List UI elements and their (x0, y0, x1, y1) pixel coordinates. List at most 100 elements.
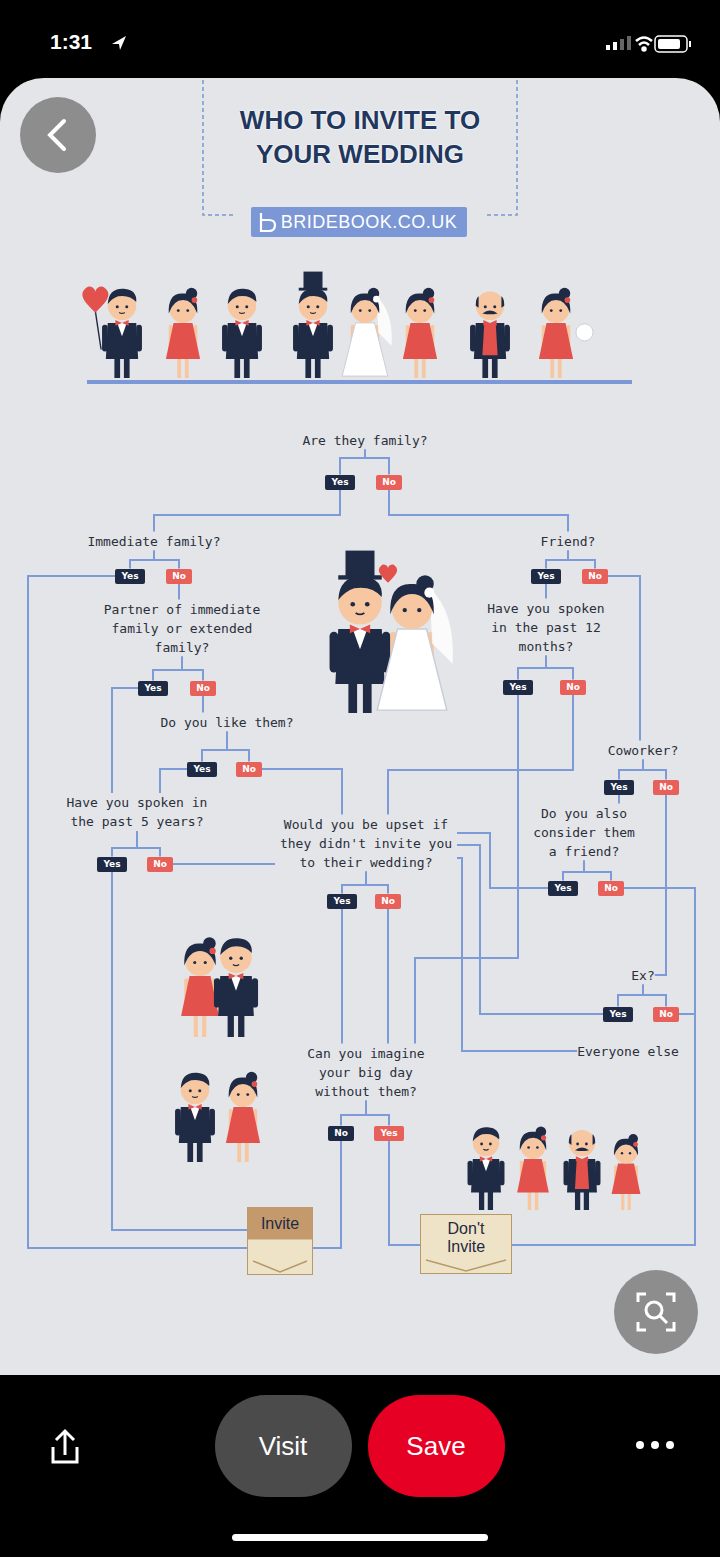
answer-tag: No (236, 762, 262, 777)
node-label: Have you spoken in the past 5 years? (54, 793, 220, 831)
node-label: Yes (121, 571, 138, 582)
node-label: Ex? (631, 966, 654, 985)
question-text: Have you spoken in the past 12 months? (483, 599, 609, 656)
node-label: Yes (554, 883, 571, 894)
illustration-part (658, 39, 680, 49)
illustration-part (293, 289, 333, 378)
invite-envelope: Invite (247, 1207, 313, 1275)
illustration-part (87, 380, 632, 384)
question-text: Friend? (541, 532, 596, 551)
flow-line (313, 1141, 341, 1249)
kissing-couple (330, 551, 453, 713)
answer-tag: Yes (138, 681, 167, 696)
flow-line (618, 795, 620, 804)
node-label: Yes (380, 1128, 397, 1139)
illustration-part (636, 38, 652, 42)
node-label: No (334, 1128, 348, 1139)
flow-line (340, 450, 365, 475)
signal-icon (606, 36, 631, 50)
node-label: No (659, 782, 673, 793)
illustration-part (627, 36, 631, 50)
flow-line (457, 833, 548, 888)
illustration-part (651, 1441, 659, 1449)
question-text: Coworker? (608, 741, 678, 760)
envelope-body (248, 1208, 313, 1275)
diagram-title: WHO TO INVITE TO YOUR WEDDING (235, 103, 485, 171)
flow-line (457, 845, 603, 1014)
illustration-part (613, 42, 617, 50)
node-label: BRIDEBOOK.CO.UK (281, 211, 458, 233)
header-guests (82, 272, 632, 384)
node-label: No (382, 477, 396, 488)
question-text: Partner of immediate family or extended … (99, 600, 265, 657)
couple-figures (175, 937, 260, 1162)
answer-tag: Yes (503, 680, 532, 695)
illustration-part (660, 1316, 667, 1323)
flow-line (182, 657, 203, 681)
node-label: No (566, 682, 580, 693)
node-label: Save (388, 1431, 485, 1461)
flow-line (130, 551, 154, 569)
question-text: Are they family? (302, 431, 427, 450)
answer-tag: No (582, 569, 608, 584)
question-text: Immediate family? (87, 532, 220, 551)
flow-line (178, 584, 180, 600)
answer-tag: Yes (187, 762, 216, 777)
flow-line (389, 1141, 420, 1246)
brand-logo-mark (261, 213, 275, 231)
node-label: Do you also consider them a friend? (528, 804, 640, 861)
answer-tag: No (598, 881, 624, 896)
question-text: Can you imagine your big day without the… (303, 1044, 429, 1101)
flow-line (154, 490, 340, 532)
node-label: Yes (509, 682, 526, 693)
flow-line (655, 795, 666, 976)
answer-tag: Yes (604, 780, 633, 795)
node-label: Yes (103, 859, 120, 870)
flow-line (173, 863, 275, 865)
flow-line (643, 760, 666, 780)
node-label: Would you be upset if they didn't invite… (275, 815, 457, 872)
question-text: Do you like them? (160, 713, 293, 732)
illustration-part (564, 1130, 601, 1210)
illustration-part (56, 1431, 74, 1455)
flow-line (202, 732, 227, 762)
answer-tag: No (166, 569, 192, 584)
flow-line (137, 831, 160, 857)
flow-line (387, 909, 389, 1044)
node-label: Friend? (541, 532, 596, 551)
illustration-part (612, 1134, 641, 1210)
illustration-part (539, 288, 573, 378)
illustration-part (181, 937, 219, 1037)
illustration-part (689, 41, 691, 47)
illustration-part (638, 1294, 674, 1330)
envelope-fold (253, 1261, 307, 1272)
node-label: Yes (193, 764, 210, 775)
home-indicator (232, 1534, 488, 1541)
more-icon (636, 1441, 674, 1449)
flow-line (160, 769, 187, 793)
envelope-body (421, 1215, 512, 1274)
node-label: Visit (235, 1431, 332, 1461)
illustration-part (539, 288, 593, 378)
visual-search-button (614, 1270, 698, 1354)
battery-icon (655, 36, 691, 52)
node-label: No (242, 764, 256, 775)
flow-line (227, 732, 249, 762)
answer-tag: No (375, 894, 401, 909)
illustration-part (517, 1126, 549, 1210)
save-button: Save (368, 1395, 505, 1497)
illustration-part (214, 938, 258, 1037)
node-label: Don't Invite (436, 1220, 496, 1256)
node-label: No (153, 859, 167, 870)
illustration-part (470, 292, 510, 378)
flow-line (546, 551, 568, 569)
flow-line (546, 656, 573, 680)
answer-tag: Yes (603, 1007, 632, 1022)
flow-line (365, 450, 389, 475)
flow-line (28, 576, 247, 1248)
flow-line (563, 861, 584, 881)
node-label: No (196, 683, 210, 694)
illustration-part (403, 288, 437, 378)
illustration-part (20, 97, 96, 173)
illustration-part (468, 1127, 505, 1210)
